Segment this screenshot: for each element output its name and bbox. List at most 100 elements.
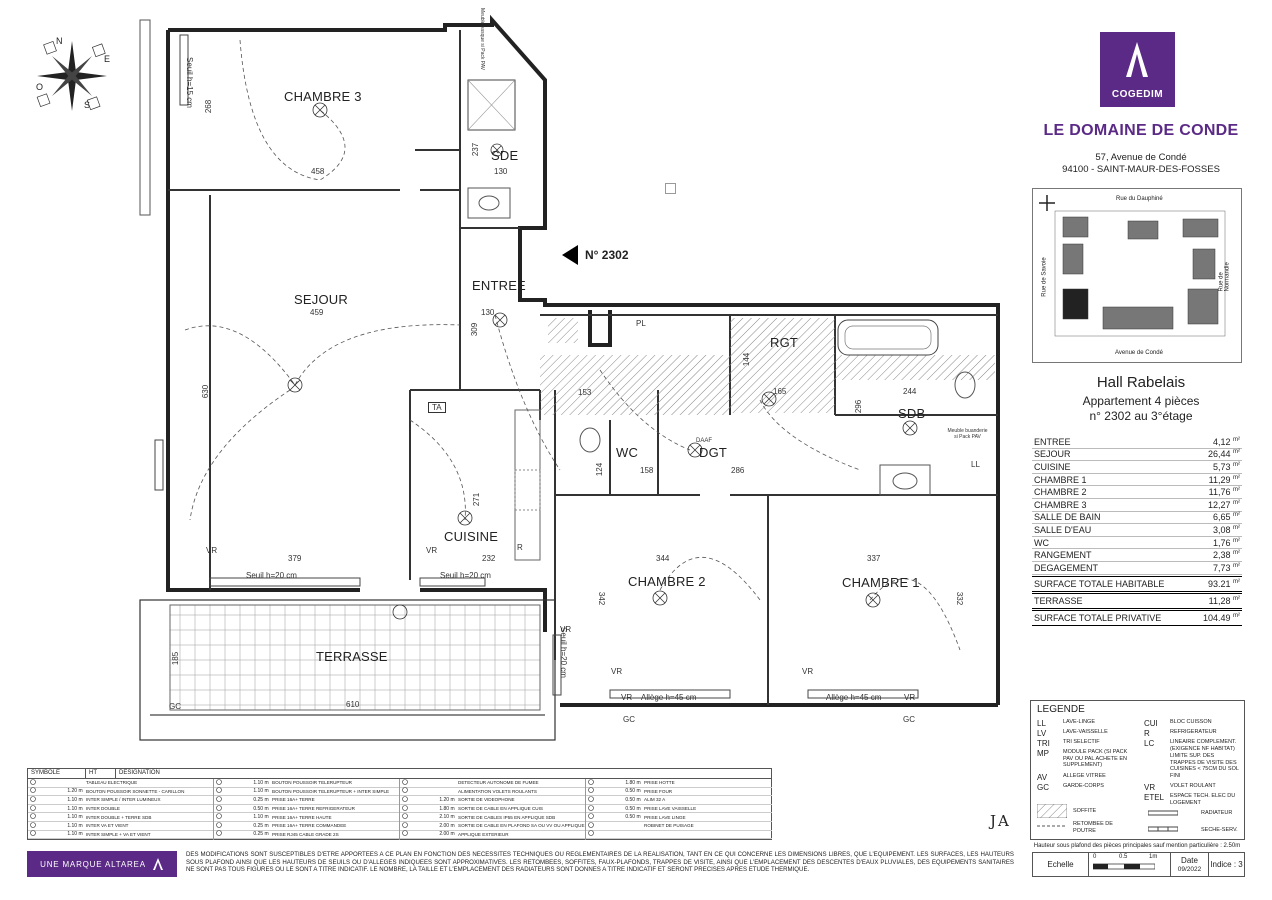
ceiling-height-note: Hauteur sous plafond des pièces principa…: [1033, 843, 1241, 849]
surface-row: RANGEMENT 2,38 m²: [1032, 549, 1242, 562]
street-top: Rue du Dauphiné: [1116, 196, 1163, 202]
soffit-hatch-icon: [1037, 804, 1067, 818]
symbol-glyph-icon: [400, 804, 436, 813]
surface-room: SALLE D'EAU: [1034, 524, 1092, 535]
room-label-chambre3: CHAMBRE 3: [284, 89, 362, 104]
symbol-glyph-icon: [214, 778, 250, 787]
dim-286: 286: [731, 466, 745, 475]
legend-entry: LIMITE SUP. DES TRAPPES DE VISITE DES CU…: [1144, 753, 1240, 779]
lot-number: N° 2302: [585, 248, 629, 262]
surface-area: 3,08 m²: [1212, 524, 1240, 535]
draftsman-initials: JA: [990, 812, 1011, 830]
symbol-designation: BOUTON POUSSOIR TELERUPTEUR: [272, 780, 352, 786]
symbol-glyph-icon: [586, 778, 622, 787]
surface-room: RANGEMENT: [1034, 550, 1092, 561]
terrace-tiles: [169, 604, 541, 711]
symbol-designation: PRISE 16A+ TERRE HAUTE: [272, 814, 332, 820]
surface-row: CUISINE 5,73 m²: [1032, 461, 1242, 474]
surface-room: CUISINE: [1034, 461, 1071, 472]
symbol-glyph-icon: [28, 787, 64, 795]
label-vr-7: VR: [560, 625, 572, 634]
symbol-designation: BOUTON POUSSOIR TELERUPTEUR + INTER SIMP…: [272, 788, 390, 794]
legend-code: R: [1144, 729, 1150, 738]
location-map: Rue du Dauphiné Rue de Savoie Rue de Nor…: [1032, 188, 1242, 363]
symbol-designation: PRISE LAVE VAISSELLE: [644, 806, 697, 812]
symbol-height: 2.00 m: [439, 822, 455, 829]
symbol-glyph-icon: [28, 821, 64, 830]
dim-271: 271: [472, 492, 482, 507]
surface-room: SEJOUR: [1034, 449, 1071, 460]
cogedim-logo: COGEDIM: [1100, 32, 1175, 107]
symbol-height: 0.50 m: [625, 796, 641, 803]
symbol-height: 0.25 m: [253, 831, 269, 838]
index-value: Indice : 3: [1210, 860, 1243, 869]
dim-342: 342: [597, 591, 607, 606]
total-label: SURFACE TOTALE PRIVATIVE: [1034, 612, 1162, 623]
label-vr-6: VR: [904, 693, 916, 702]
legend-desc: MODULE PACK (SI PACK PAV OU PAL ACHETE E…: [1063, 749, 1128, 768]
shower-tray: [467, 79, 516, 131]
surface-area: 2,38 m²: [1212, 550, 1240, 561]
room-label-sejour: SEJOUR: [294, 292, 348, 307]
label-ll: LL: [971, 460, 980, 469]
dim-158: 158: [640, 466, 654, 475]
symbol-row: ALIMENTATION VOLETS ROULANTS: [400, 787, 585, 797]
legend-code: GC: [1037, 782, 1049, 792]
symbol-designation: ALIM 32 A: [644, 797, 666, 803]
label-gc-2: GC: [903, 715, 915, 724]
height-header: HT: [86, 769, 116, 778]
towel-dryer-icon: [1148, 826, 1178, 832]
room-label-sde: SDE: [491, 148, 519, 163]
scale-bar-graphic: [1093, 863, 1155, 870]
surface-area: 11,76 m²: [1208, 487, 1240, 498]
label-gc-1: GC: [623, 715, 635, 724]
symbol-designation: PRISE FOUR: [644, 788, 673, 794]
washbasin-sdb: [879, 464, 931, 496]
surface-area: 5,73 m²: [1212, 461, 1240, 472]
symbol-height: 1.20 m: [439, 796, 455, 803]
symbol-row: ROBINET DE PUISAGE: [586, 821, 772, 831]
disclaimer-text: DES MODIFICATIONS SONT SUSCEPTIBLES D'ET…: [186, 851, 1014, 874]
dim-144: 144: [742, 352, 752, 367]
legend-code: LV: [1037, 729, 1047, 738]
street-bottom: Avenue de Condé: [1115, 350, 1163, 356]
surface-area: 1,76 m²: [1212, 537, 1240, 548]
dim-232: 232: [482, 554, 496, 563]
legend-desc: ESPACE TECH. ELEC DU LOGEMENT: [1170, 793, 1236, 806]
date-label: Date: [1181, 855, 1198, 865]
dim-185: 185: [171, 651, 181, 666]
dim-337: 337: [867, 554, 881, 563]
logo-brand: COGEDIM: [1111, 89, 1164, 100]
symbol-glyph-icon: [586, 787, 622, 795]
symbol-height: 2.10 m: [439, 814, 455, 821]
label-daaf: DAAF: [696, 438, 713, 444]
label-allege-1: Allège h=45 cm: [641, 693, 697, 702]
surface-area: 7,73 m²: [1212, 562, 1240, 573]
surface-area: 4,12 m²: [1212, 436, 1240, 447]
symbol-designation: INTER VA ET VIENT: [86, 823, 129, 829]
legend-title: LEGENDE: [1037, 704, 1085, 715]
symbol-height: 1.80 m: [625, 779, 641, 786]
label-seuil-chambre3: Seuil h=15 cm: [184, 57, 194, 108]
symbol-glyph-icon: [214, 821, 250, 830]
hall-name: Hall Rabelais: [1096, 374, 1186, 391]
washbasin-sde: [467, 187, 511, 219]
label-vr-2: VR: [426, 546, 438, 555]
label-meuble-vasque: Meuble vasque si Pack PAV: [479, 8, 485, 71]
bathtub: [837, 319, 939, 356]
